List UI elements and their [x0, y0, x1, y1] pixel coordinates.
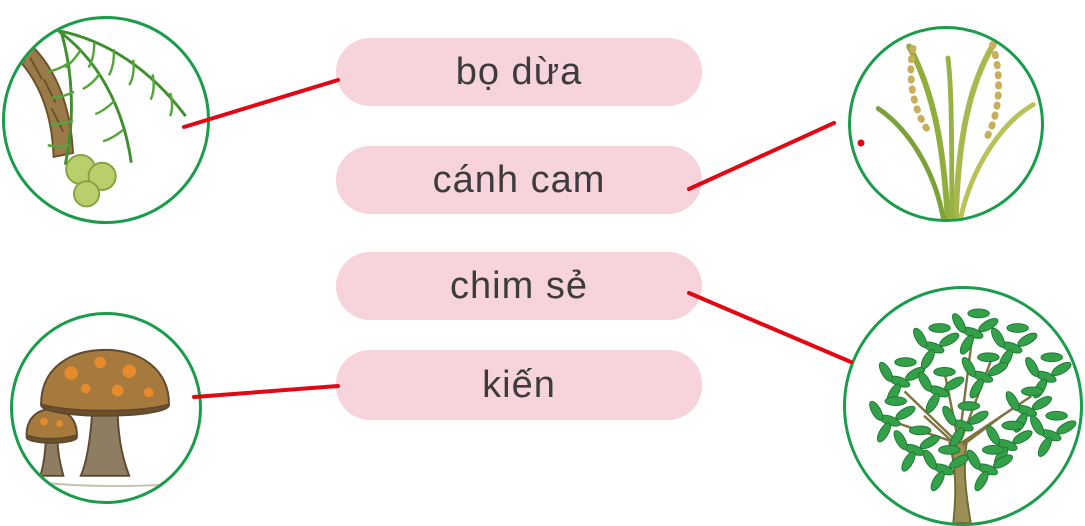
picture-leafy-tree[interactable] [843, 286, 1083, 526]
connection-mushroom-kien [192, 384, 340, 399]
word-label: bọ dừa [455, 50, 583, 93]
word-pill-kien[interactable]: kiến [336, 350, 702, 420]
connection-chimse-tree [687, 291, 853, 364]
rice-plant-illustration [875, 39, 1036, 219]
word-pill-canh-cam[interactable]: cánh cam [336, 146, 702, 214]
word-label: cánh cam [432, 158, 606, 201]
word-label: chim sẻ [450, 264, 588, 307]
picture-mushrooms[interactable] [10, 312, 202, 504]
word-label: kiến [482, 363, 556, 406]
leafy-tree-illustration [846, 289, 1080, 523]
picture-rice-plant[interactable] [848, 26, 1044, 222]
coconut-palm-illustration [5, 26, 187, 208]
picture-coconut-palm[interactable] [2, 16, 210, 224]
mushrooms-illustration [25, 348, 182, 488]
connection-canhcam-rice [687, 121, 836, 191]
word-pill-bo-dua[interactable]: bọ dừa [336, 38, 702, 106]
word-pill-chim-se[interactable]: chim sẻ [336, 252, 702, 320]
